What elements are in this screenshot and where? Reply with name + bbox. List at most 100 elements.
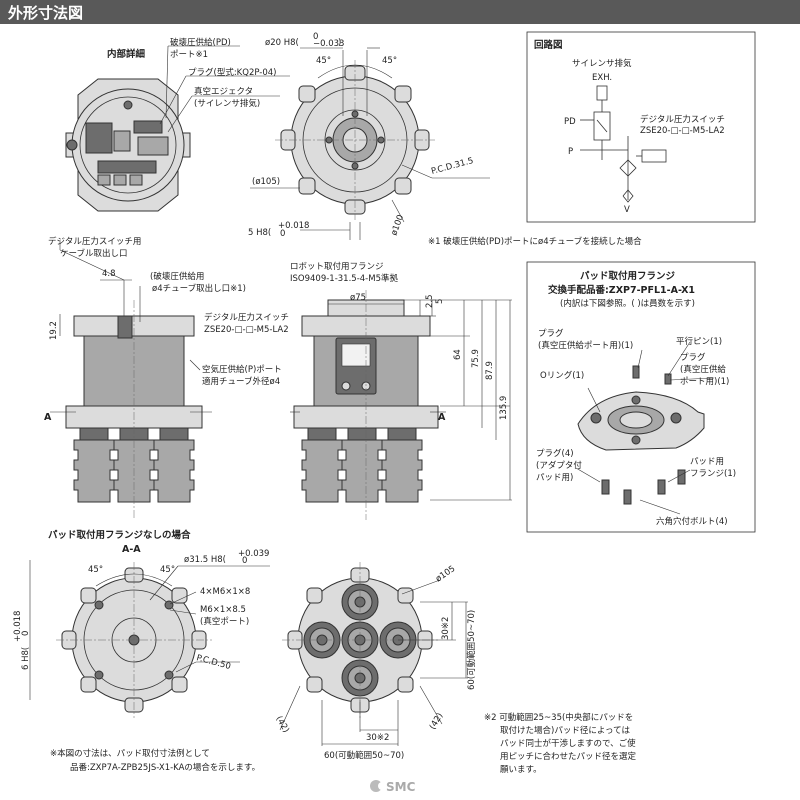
note-2-line-3: パッド同士が干渉しますので、ご使: [500, 738, 636, 749]
aa-pcd50: P.C.D.50: [195, 653, 232, 672]
bottom-d105: ø105: [434, 564, 457, 584]
bottom-d60-h: 60(可動範囲50~70): [324, 750, 404, 761]
section-aa-title: パッド取付用フランジなしの場合: [48, 529, 191, 541]
aa-d315-upper: +0.039: [238, 549, 269, 559]
top-angle-2: 45°: [382, 56, 397, 66]
side-robot-iso: ISO9409-1-31.5-4-M5準拠: [290, 273, 398, 284]
top-pcd: P.C.D.31.5: [430, 156, 474, 177]
flange-plug2: プラグ: [680, 352, 706, 363]
circuit-p: P: [568, 147, 573, 157]
aa-m6-vac: M6×1×8.5: [200, 605, 246, 615]
section-header: 外形寸法図: [0, 0, 800, 24]
flange-pad-flange-2: フランジ(1): [690, 469, 736, 479]
flange-oring: Oリング(1): [540, 370, 584, 381]
front-pd-port-2: ø4チューブ取出し口※1): [152, 283, 246, 294]
front-dim-192: 19.2: [49, 321, 59, 340]
circuit-switch-model: ZSE20-□-□-M5-LA2: [640, 126, 725, 136]
bottom-d30-h: 30※2: [366, 733, 389, 743]
side-pads: [301, 439, 423, 503]
flange-plug4-sub2: パッド用): [536, 473, 573, 483]
flange-plug2-sub2: ポート用)(1): [680, 377, 729, 387]
note-bl-2: 品番:ZXP7A-ZPB25JS-X1-KAの場合を示します。: [70, 762, 260, 773]
note-2-line-5: 願います。: [500, 765, 542, 775]
aa-angle-2: 45°: [160, 565, 175, 575]
top-angle-1: 45°: [316, 56, 331, 66]
side-switch-model: ZSE20-□-□-M5-LA2: [204, 325, 289, 335]
aa-d315-lower: 0: [242, 556, 247, 566]
smc-logo-text: SMC: [386, 780, 416, 794]
flange-plug1-sub: (真空圧供給ポート用)(1): [538, 340, 633, 351]
circuit-diagram: 回路図 サイレンサ排気 EXH. PD P V デジタル圧力スイッチ ZSE20…: [526, 31, 756, 223]
circuit-pd: PD: [564, 117, 576, 127]
internal-detail-title: 内部詳細: [107, 48, 146, 60]
circuit-exh: EXH.: [592, 73, 612, 83]
flange-plug1: プラグ: [538, 328, 564, 339]
flange-title-2: 交換手配品番:ZXP7-PFL1-A-X1: [548, 284, 695, 296]
flange-pin: 平行ピン(1): [676, 336, 722, 347]
front-cable-label: デジタル圧力スイッチ用: [48, 236, 141, 247]
section-title: 外形寸法図: [8, 4, 84, 22]
circuit-v: V: [624, 205, 630, 215]
flange-bolt: 六角穴付ボルト(4): [656, 516, 728, 527]
side-dim-25: 2.5: [425, 294, 435, 308]
top-d105: (ø105): [252, 177, 280, 187]
front-air-label: 空気圧供給(P)ポート: [202, 364, 282, 375]
flange-plug4: プラグ(4): [536, 448, 574, 459]
plug-label: プラグ(型式:KQ2P-04): [188, 67, 277, 78]
front-pd-port: (破壊圧供給用: [150, 271, 204, 282]
top-view: ø20 H8( 0 −0.033 ) 45° 45° P.C.D.31.5 (ø…: [248, 32, 490, 240]
flange-plug2-sub: (真空圧供給: [680, 364, 726, 375]
flange-title-3: (内訳は下図参照。( )は員数を示す): [560, 298, 695, 309]
front-section-a-left: A: [44, 412, 52, 423]
aa-v-dim-upper: +0.018: [13, 611, 23, 642]
top-dim-d20-lower: −0.033: [313, 39, 344, 49]
aa-m6-vac-sub: (真空ポート): [200, 616, 249, 627]
side-dim-d75: ø75: [350, 293, 366, 303]
ejector-label: 真空エジェクタ: [194, 86, 253, 97]
side-section-a-right: A: [438, 412, 446, 423]
smc-logo: SMC: [370, 780, 416, 794]
aa-v-dim-lower: 0: [21, 631, 31, 636]
top-dim-d20-close: ): [338, 38, 341, 48]
side-dim-1359: 135.9: [499, 396, 509, 420]
top-d100: ø100: [389, 213, 406, 237]
side-switch-label: デジタル圧力スイッチ: [204, 312, 289, 323]
circuit-title: 回路図: [534, 39, 563, 51]
note-1: ※1 破壊圧供給(PD)ポートにø4チューブを接続した場合: [428, 236, 642, 247]
flange-box: パッド取付用フランジ 交換手配品番:ZXP7-PFL1-A-X1 (内訳は下図参…: [526, 261, 756, 533]
aa-v-dim: 6 H8(: [21, 647, 31, 670]
bottom-d60-v: 60(可動範囲50~70): [466, 610, 477, 690]
note-bl-1: ※本図の寸法は、パッド取付寸法例として: [50, 748, 210, 759]
bottom-d42-left: (42): [273, 715, 290, 735]
ejector-sub: (サイレンサ排気): [194, 98, 260, 109]
internal-detail-view: 内部詳細 破壊圧供給(PD) ポート※1 プラグ(型式:KQ2P-04) 真空エ…: [65, 37, 290, 212]
side-dim-5: 5: [435, 299, 445, 304]
aa-d315: ø31.5 H8(: [184, 555, 226, 565]
note-2-line-4: 用ピッチに合わせたパッド径を選定: [500, 751, 637, 762]
top-h8-lower: 0: [280, 229, 285, 239]
aa-m6: 4×M6×1×8: [200, 587, 250, 597]
top-dim-d20-upper: 0: [313, 32, 318, 42]
flange-plug4-sub: (アダプタ付: [536, 460, 582, 471]
circuit-exh-label: サイレンサ排気: [572, 58, 632, 69]
aa-angle-1: 45°: [88, 565, 103, 575]
top-h8-upper: +0.018: [278, 221, 309, 231]
note-2-line-2: 取付けた場合)パッド径によっては: [500, 725, 630, 736]
pd-port-label: 破壊圧供給(PD): [170, 37, 231, 48]
flange-title-1: パッド取付用フランジ: [580, 270, 676, 282]
side-robot-label: ロボット取付用フランジ: [290, 261, 384, 272]
note-2-line-1: ※2 可動範囲25~35(中央部にパッドを: [484, 712, 633, 723]
bottom-view: ø105 30※2 60(可動範囲50~70) 60(可動範囲50~70) 30…: [273, 562, 477, 761]
circuit-switch-label: デジタル圧力スイッチ: [640, 114, 725, 125]
bottom-d30-v: 30※2: [441, 617, 451, 640]
front-air-label-2: 適用チューブ外径ø4: [202, 376, 280, 387]
side-dim-759: 75.9: [471, 349, 481, 368]
side-dim-879: 87.9: [485, 361, 495, 380]
bottom-d42-right: (42): [428, 711, 445, 731]
front-view: デジタル圧力スイッチ用 ケーブル取出し口 4.8 (破壊圧供給用 ø4チューブ取…: [44, 236, 282, 520]
side-dim-64: 64: [453, 349, 463, 360]
section-aa-view: パッド取付用フランジなしの場合 A-A 45°: [13, 529, 270, 718]
drawing-canvas: 内部詳細 破壊圧供給(PD) ポート※1 プラグ(型式:KQ2P-04) 真空エ…: [13, 31, 756, 794]
front-dim-48: 4.8: [102, 269, 116, 279]
section-aa-label: A-A: [122, 544, 141, 555]
